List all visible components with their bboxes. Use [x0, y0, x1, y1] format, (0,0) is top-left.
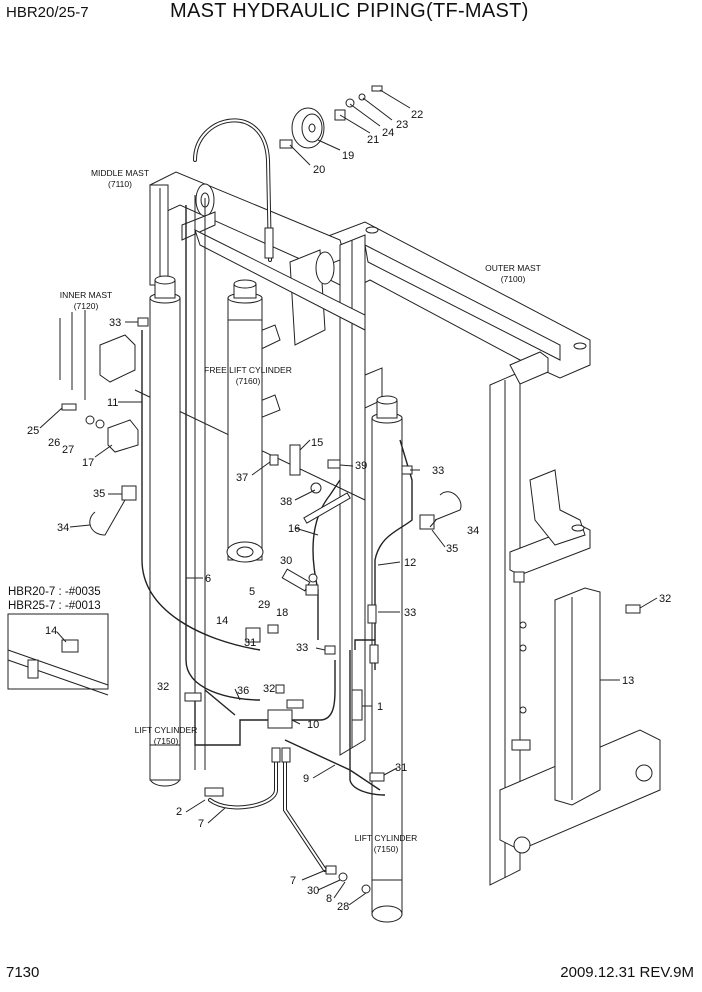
- date-revision: 2009.12.31 REV.9M: [560, 964, 694, 981]
- callout-33-d: 33: [296, 642, 308, 654]
- callout-5: 5: [249, 586, 255, 598]
- page-number: 7130: [6, 964, 40, 981]
- callout-23: 23: [396, 119, 408, 131]
- callout-27: 27: [62, 444, 74, 456]
- callout-9: 9: [303, 773, 309, 785]
- callout-24: 24: [382, 127, 394, 139]
- lift-cylinder-right-code: (7150): [374, 844, 399, 854]
- callout-37: 37: [236, 472, 248, 484]
- middle-mast: [149, 171, 383, 756]
- callout-2: 2: [176, 806, 182, 818]
- inner-mast-code: (7120): [74, 301, 99, 311]
- callout-30-a: 30: [280, 555, 292, 567]
- outer-mast-label: OUTER MAST: [485, 263, 541, 273]
- callout-35-b: 35: [446, 543, 458, 555]
- callout-12: 12: [404, 557, 416, 569]
- callout-26: 26: [48, 437, 60, 449]
- callout-7-b: 7: [290, 875, 296, 887]
- assembly-labels: MIDDLE MAST (7110) INNER MAST (7120) FRE…: [60, 168, 541, 854]
- callout-32-c: 32: [157, 681, 169, 693]
- callout-28: 28: [337, 901, 349, 913]
- callout-32-a: 32: [659, 593, 671, 605]
- fittings-and-hardware: [61, 85, 641, 894]
- callout-14: 14: [216, 615, 228, 627]
- lift-cylinder-left: [149, 275, 181, 787]
- inner-mast-label: INNER MAST: [60, 290, 112, 300]
- callout-11: 11: [107, 397, 118, 409]
- outer-mast-code: (7100): [501, 274, 526, 284]
- callout-33-a: 33: [109, 317, 121, 329]
- callout-31-a: 31: [244, 637, 256, 649]
- serial-note-hbr25: HBR25-7 : -#0013: [8, 600, 101, 612]
- callout-21: 21: [367, 134, 379, 146]
- lift-cylinder-left-code: (7150): [154, 736, 179, 746]
- callout-31-b: 31: [395, 762, 407, 774]
- callout-33-b: 33: [432, 465, 444, 477]
- callout-38: 38: [280, 496, 292, 508]
- callout-13: 13: [622, 675, 634, 687]
- callout-36: 36: [237, 685, 249, 697]
- callout-25: 25: [27, 425, 39, 437]
- callout-16: 16: [288, 523, 300, 535]
- callout-14-inset: 14: [45, 625, 57, 637]
- model-label: HBR20/25-7: [6, 4, 89, 21]
- callout-18: 18: [276, 607, 288, 619]
- callout-34-a: 34: [57, 522, 69, 534]
- serial-note-hbr20: HBR20-7 : -#0035: [8, 586, 101, 598]
- callout-8: 8: [326, 893, 332, 905]
- free-lift-cylinder-code: (7160): [236, 376, 261, 386]
- callout-6: 6: [205, 573, 211, 585]
- callout-7-a: 7: [198, 818, 204, 830]
- callout-15: 15: [311, 437, 323, 449]
- outer-mast: [309, 221, 661, 886]
- callout-20: 20: [313, 164, 325, 176]
- middle-mast-code: (7110): [108, 179, 132, 189]
- callout-30-b: 30: [307, 885, 319, 897]
- callout-19: 19: [342, 150, 354, 162]
- callout-numbers: 22 24 23 21 19 20 33 11 25 26 27 17 15 3…: [27, 109, 671, 913]
- inset-detail-box: [7, 613, 109, 696]
- lift-cylinder-left-label: LIFT CYLINDER: [135, 725, 198, 735]
- callout-1: 1: [377, 701, 383, 713]
- callout-35-a: 35: [93, 488, 105, 500]
- callout-39: 39: [355, 460, 367, 472]
- middle-mast-label: MIDDLE MAST: [91, 168, 149, 178]
- lift-cylinder-right: [371, 395, 403, 923]
- callout-22: 22: [411, 109, 423, 121]
- callout-10: 10: [307, 719, 319, 731]
- leader-lines: [39, 89, 658, 906]
- free-lift-cylinder: [226, 279, 264, 563]
- callout-32-b: 32: [263, 683, 275, 695]
- free-lift-cylinder-label: FREE LIFT CYLINDER: [204, 365, 292, 375]
- callout-34-b: 34: [467, 525, 479, 537]
- callout-33-c: 33: [404, 607, 416, 619]
- callout-17: 17: [82, 457, 94, 469]
- callout-29: 29: [258, 599, 270, 611]
- lift-cylinder-right-label: LIFT CYLINDER: [355, 833, 418, 843]
- page-title: MAST HYDRAULIC PIPING(TF-MAST): [170, 0, 529, 22]
